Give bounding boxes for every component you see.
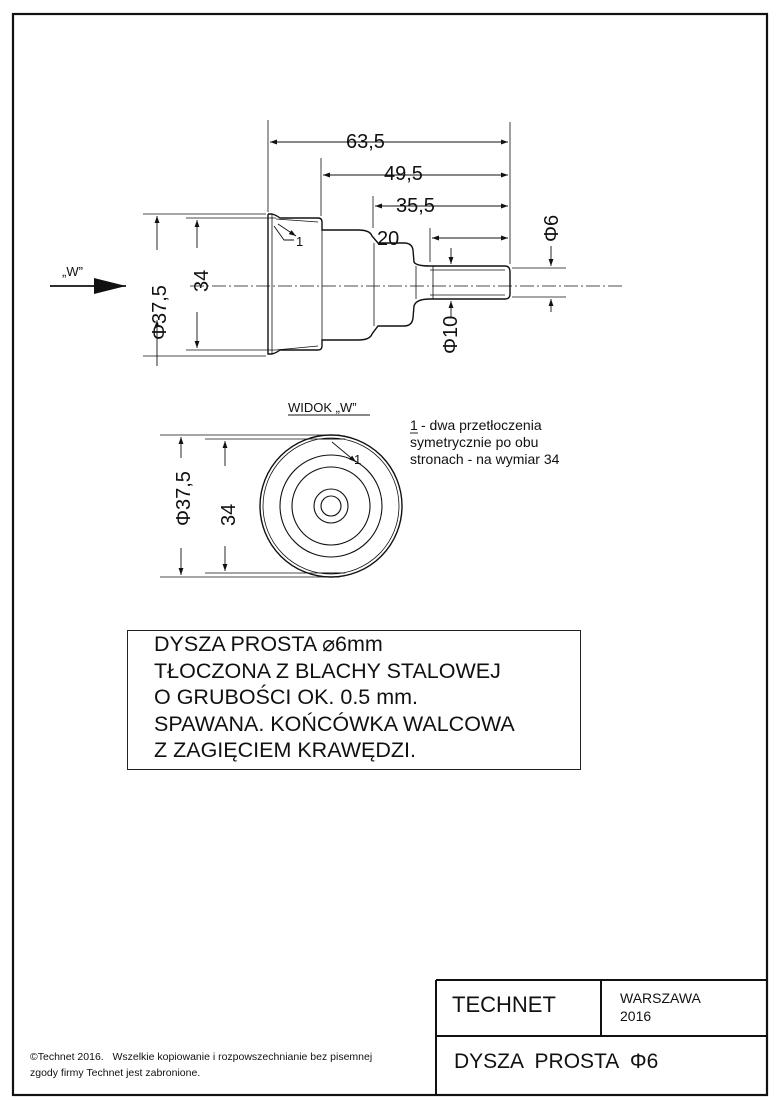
neck-circle <box>313 488 349 524</box>
title-block-part-name: DYSZA PROSTA Φ6 <box>454 1050 659 1073</box>
description-line-2: TŁOCZONA Z BLACHY STALOWEJ <box>154 658 501 683</box>
title-block-company: TECHNET <box>452 992 556 1017</box>
note-ref-number: 1 <box>410 417 418 433</box>
pressing-detail <box>273 225 294 241</box>
dim-overall-label: 63,5 <box>346 131 385 153</box>
second-step-circle <box>279 454 383 558</box>
outer-rim-circle <box>259 434 403 578</box>
pressing-marks <box>319 438 345 574</box>
callout-leader-front <box>331 441 357 463</box>
side-callout-number: 1 <box>296 234 303 249</box>
front-dim-dia-outer-label: Φ37,5 <box>173 471 195 526</box>
dimension-lines-side <box>154 139 554 366</box>
outer-rim-inner-circle <box>262 437 400 575</box>
front-dim-height-label: 34 <box>218 504 240 526</box>
third-step-circle <box>291 466 371 546</box>
side-view <box>50 120 622 366</box>
description-box: DYSZA PROSTA ⌀6mm TŁOCZONA Z BLACHY STAL… <box>127 630 581 770</box>
description-line-3: O GRUBOŚCI OK. 0.5 mm. <box>154 685 419 709</box>
description-line-5: Z ZAGIĘCIEM KRAWĘDZI. <box>154 738 416 762</box>
dim-dia-neck-label: Φ10 <box>440 316 462 354</box>
dim-tip-length-label: 20 <box>377 228 399 250</box>
note-line-2: symetrycznie po obu <box>410 434 538 450</box>
front-view <box>160 434 403 578</box>
extension-lines-front <box>160 434 340 578</box>
nozzle-outline-lower <box>267 286 511 355</box>
copyright-line-2: zgody firmy Technet jest zabronione. <box>30 1067 201 1079</box>
callout-leader-side <box>277 223 297 237</box>
note-line-1: - dwa przetłoczenia <box>421 417 542 433</box>
description-line-1: DYSZA PROSTA ⌀6mm <box>154 632 383 656</box>
title-block-city: WARSZAWA <box>620 990 701 1006</box>
front-view-title: WIDOK „W” <box>288 400 357 415</box>
copyright-notice: ©Technet 2016. Wszelkie kopiowanie i roz… <box>30 1049 430 1081</box>
title-block-frame <box>435 979 767 1095</box>
extension-lines-side <box>143 120 566 357</box>
view-direction-arrowhead <box>94 278 126 294</box>
sheet-frame <box>11 12 769 1097</box>
dim-dia-tip-label: Φ6 <box>541 215 563 242</box>
nozzle-inner-lines <box>271 214 505 354</box>
nozzle-outline-upper <box>267 213 511 286</box>
dim-small-label: 35,5 <box>396 195 435 217</box>
copyright-line-1: ©Technet 2016. Wszelkie kopiowanie i roz… <box>30 1051 373 1063</box>
front-callout-number: 1 <box>354 452 361 467</box>
dim-mid-label: 49,5 <box>384 163 423 185</box>
note-line-3: stronach - na wymiar 34 <box>410 451 560 467</box>
dim-height-label: 34 <box>191 270 213 292</box>
dimension-lines-front <box>178 437 228 575</box>
description-line-4: SPAWANA. KOŃCÓWKA WALCOWA <box>154 711 515 736</box>
view-arrow-label: „W” <box>62 264 83 279</box>
dim-dia-outer-label: Φ37,5 <box>149 285 171 340</box>
tip-bore-circle <box>320 495 342 517</box>
title-block-year: 2016 <box>620 1008 652 1024</box>
